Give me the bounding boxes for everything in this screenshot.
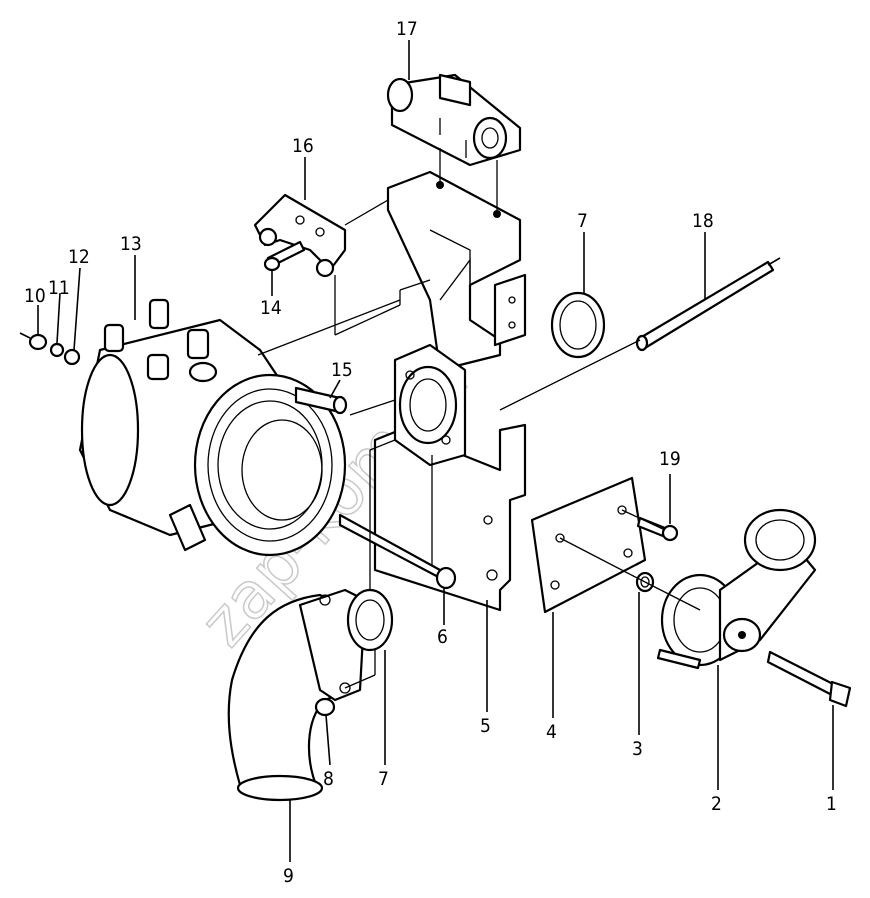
callout-9: 9 [283, 865, 294, 887]
callout-7-upper: 7 [577, 210, 588, 232]
callout-17: 17 [396, 18, 418, 40]
part-10-nut [19, 332, 48, 351]
callout-labels: 1 2 3 4 5 6 7 7 8 9 10 11 12 13 14 15 16… [24, 18, 837, 887]
callout-1: 1 [826, 793, 837, 815]
callout-13: 13 [120, 233, 142, 255]
part-19-bolt [636, 516, 679, 542]
part-17-pivot-block [386, 73, 522, 167]
callout-12: 12 [68, 246, 90, 268]
part-12-washer [63, 348, 81, 366]
part-1-bolt [766, 650, 852, 708]
part-2-belt-tensioner [656, 508, 817, 670]
callout-15: 15 [331, 359, 353, 381]
part-11-washer [49, 342, 65, 358]
part-7-o-ring-lower [346, 588, 394, 652]
part-15-stud [294, 386, 348, 415]
callout-2: 2 [711, 793, 722, 815]
leader-lines [37, 40, 834, 862]
callout-4: 4 [546, 721, 557, 743]
part-6-stud [338, 513, 457, 590]
part-4-gasket-plate [530, 476, 647, 614]
callout-5: 5 [480, 715, 491, 737]
callout-6: 6 [437, 626, 448, 648]
mounting-bracket [386, 170, 527, 372]
callout-14: 14 [260, 297, 282, 319]
part-13-compressor [78, 298, 347, 557]
callout-19: 19 [659, 448, 681, 470]
part-8-nut [314, 697, 336, 717]
callout-11: 11 [48, 277, 70, 299]
part-14-bolt [263, 240, 306, 272]
part-18-long-bolt [635, 257, 781, 352]
assembly-lines [257, 148, 701, 689]
callout-18: 18 [692, 210, 714, 232]
callout-7-lower: 7 [378, 768, 389, 790]
part-7-o-ring-upper [550, 291, 606, 359]
callout-16: 16 [292, 135, 314, 157]
part-16-link-bracket [253, 193, 347, 278]
callout-10: 10 [24, 285, 46, 307]
callout-8: 8 [323, 768, 334, 790]
callout-3: 3 [632, 738, 643, 760]
